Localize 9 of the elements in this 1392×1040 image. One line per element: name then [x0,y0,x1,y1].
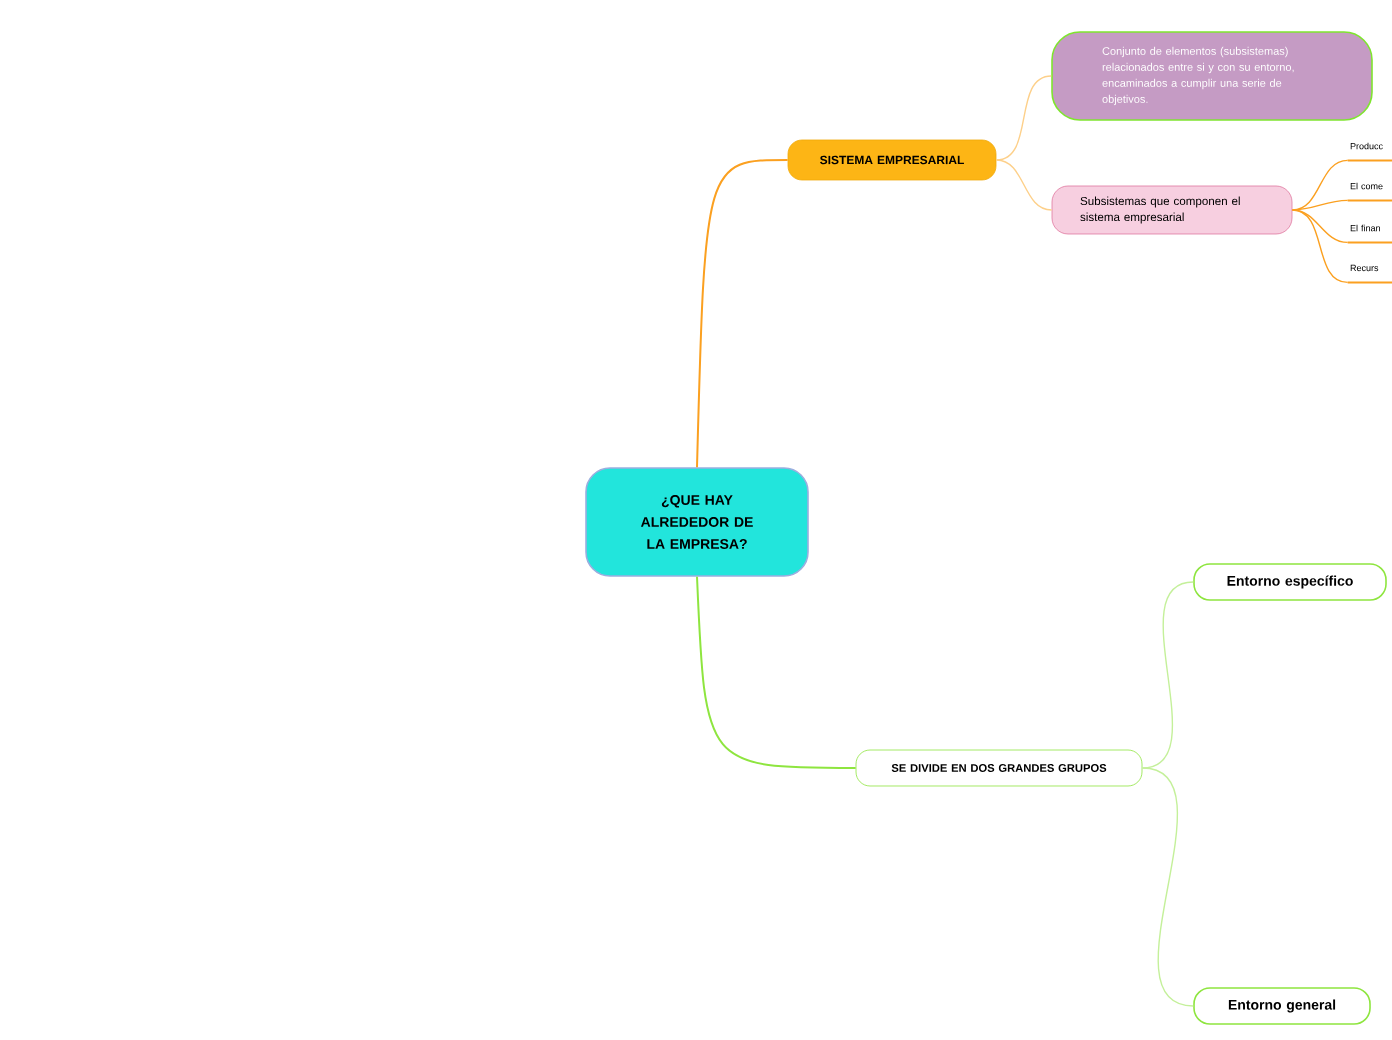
branch-line [1291,209,1349,284]
branch-line [995,75,1052,161]
branch-line [1291,199,1349,211]
branch-line [1291,209,1349,244]
branch-line [1141,767,1194,1007]
branch-line [696,159,789,469]
branch-line [995,159,1053,211]
branch-line [1141,581,1194,769]
branch-line [696,575,857,769]
